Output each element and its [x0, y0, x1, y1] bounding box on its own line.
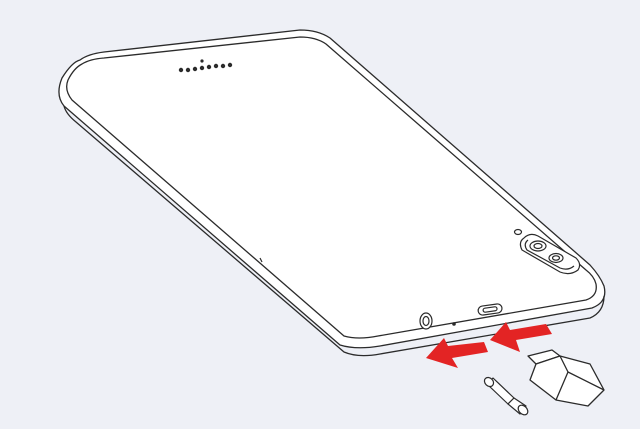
arrow-to-usb-port [490, 322, 552, 352]
headphone-jack [420, 313, 432, 329]
arrow-to-headphone-jack [426, 338, 488, 368]
phone-back-plate [67, 37, 597, 338]
charger-adapter [528, 350, 604, 406]
camera-lens-main-inner [534, 244, 542, 249]
microphone-hole [452, 322, 456, 326]
phone-body [59, 30, 605, 356]
charger-body [530, 356, 604, 406]
headphone-plug [483, 376, 530, 417]
camera-flash [515, 230, 522, 235]
camera-lens-secondary-inner [553, 256, 560, 260]
